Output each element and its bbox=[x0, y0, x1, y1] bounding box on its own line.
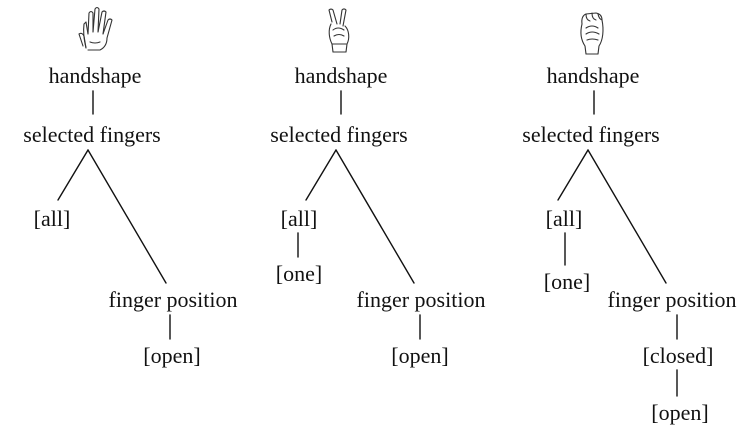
finger-position-node: finger position bbox=[357, 287, 486, 312]
open-node: [open] bbox=[651, 400, 708, 425]
edge-selected-all bbox=[557, 149, 589, 201]
one-node: [one] bbox=[544, 269, 590, 294]
finger-position-node: finger position bbox=[608, 287, 737, 312]
bent-hand-icon bbox=[580, 12, 604, 55]
all-node: [all] bbox=[546, 206, 583, 231]
tree-1: handshape selected fingers [all] finger … bbox=[23, 6, 238, 368]
edge-selected-position bbox=[587, 149, 667, 284]
tree-2: handshape selected fingers [all] [one] f… bbox=[270, 8, 486, 368]
selected-fingers-node: selected fingers bbox=[23, 122, 160, 147]
tree-3: handshape selected fingers [all] [one] f… bbox=[522, 12, 737, 425]
edge-selected-position bbox=[87, 149, 167, 284]
all-node: [all] bbox=[281, 206, 318, 231]
open-node: [open] bbox=[143, 343, 200, 368]
handshape-node: handshape bbox=[295, 63, 388, 88]
edge-selected-all bbox=[57, 149, 89, 201]
finger-position-node: finger position bbox=[109, 287, 238, 312]
open-node: [open] bbox=[391, 343, 448, 368]
edge-selected-all bbox=[305, 149, 337, 201]
all-node: [all] bbox=[34, 206, 71, 231]
handshape-node: handshape bbox=[547, 63, 640, 88]
one-node: [one] bbox=[276, 261, 322, 286]
victory-hand-icon bbox=[328, 8, 350, 53]
open-hand-icon bbox=[78, 6, 113, 51]
edge-selected-position bbox=[335, 149, 415, 284]
closed-node: [closed] bbox=[643, 343, 714, 368]
handshape-node: handshape bbox=[49, 63, 142, 88]
selected-fingers-node: selected fingers bbox=[270, 122, 407, 147]
selected-fingers-node: selected fingers bbox=[522, 122, 659, 147]
